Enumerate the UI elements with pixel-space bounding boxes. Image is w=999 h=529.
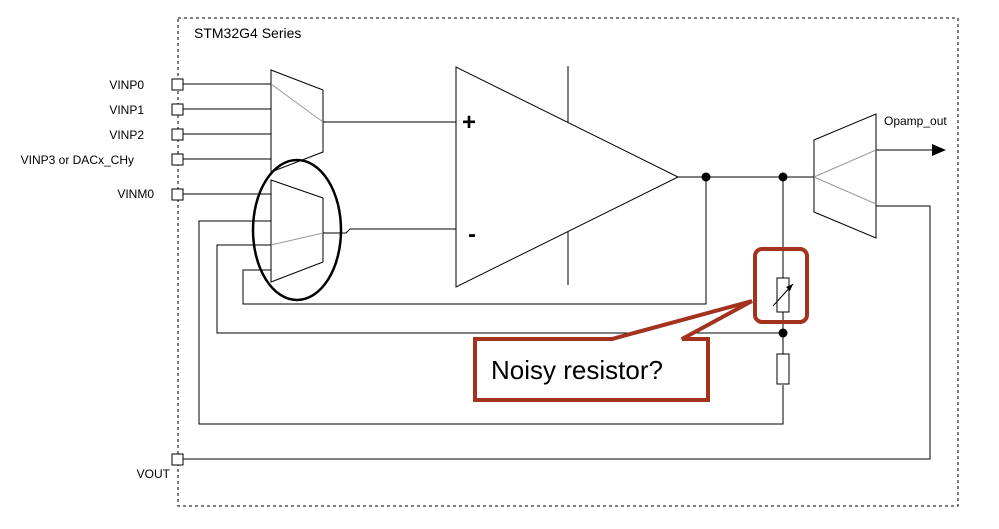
fixed-resistor xyxy=(776,353,790,385)
chip-boundary xyxy=(177,17,959,507)
pin-box-vinm0 xyxy=(171,188,184,201)
resistor-highlight-box xyxy=(753,247,809,324)
pin-box-vinp2 xyxy=(171,128,184,141)
resistor-network xyxy=(772,177,794,385)
pin-label-vinp0: VINP0 xyxy=(109,78,144,92)
callout-text: Noisy resistor? xyxy=(491,355,663,385)
opamp-plus-sign: + xyxy=(462,109,476,136)
pin-box-vinp3 xyxy=(171,153,184,166)
inverting-mux xyxy=(270,179,324,283)
opamp-minus-sign: - xyxy=(468,221,476,248)
pin-label-vinp2: VINP2 xyxy=(109,128,144,142)
pin-label-vinp3: VINP3 or DACx_CHy xyxy=(21,153,134,167)
pin-label-vinm0: VINM0 xyxy=(117,187,154,201)
pin-box-vinp0 xyxy=(171,78,184,91)
pin-box-vinp1 xyxy=(171,103,184,116)
input-wires xyxy=(183,83,284,221)
noisy-resistor-callout: Noisy resistor? xyxy=(473,299,753,402)
output-label: Opamp_out xyxy=(884,114,947,128)
pin-label-vinp1: VINP1 xyxy=(109,103,144,117)
pin-box-vout xyxy=(171,453,184,466)
mux-to-minus-wire xyxy=(323,228,456,234)
output-mux xyxy=(813,113,877,239)
non-inverting-mux xyxy=(270,69,324,173)
junction-dot xyxy=(701,172,711,182)
output-arrow-icon xyxy=(932,144,946,156)
inverting-mux-inputs xyxy=(198,177,784,425)
mux-highlight-ellipse xyxy=(251,158,343,302)
vout-wire xyxy=(183,205,931,460)
opamp-triangle xyxy=(455,66,680,288)
series-label: STM32G4 Series xyxy=(194,25,301,41)
pin-label-vout: VOUT xyxy=(137,467,171,481)
